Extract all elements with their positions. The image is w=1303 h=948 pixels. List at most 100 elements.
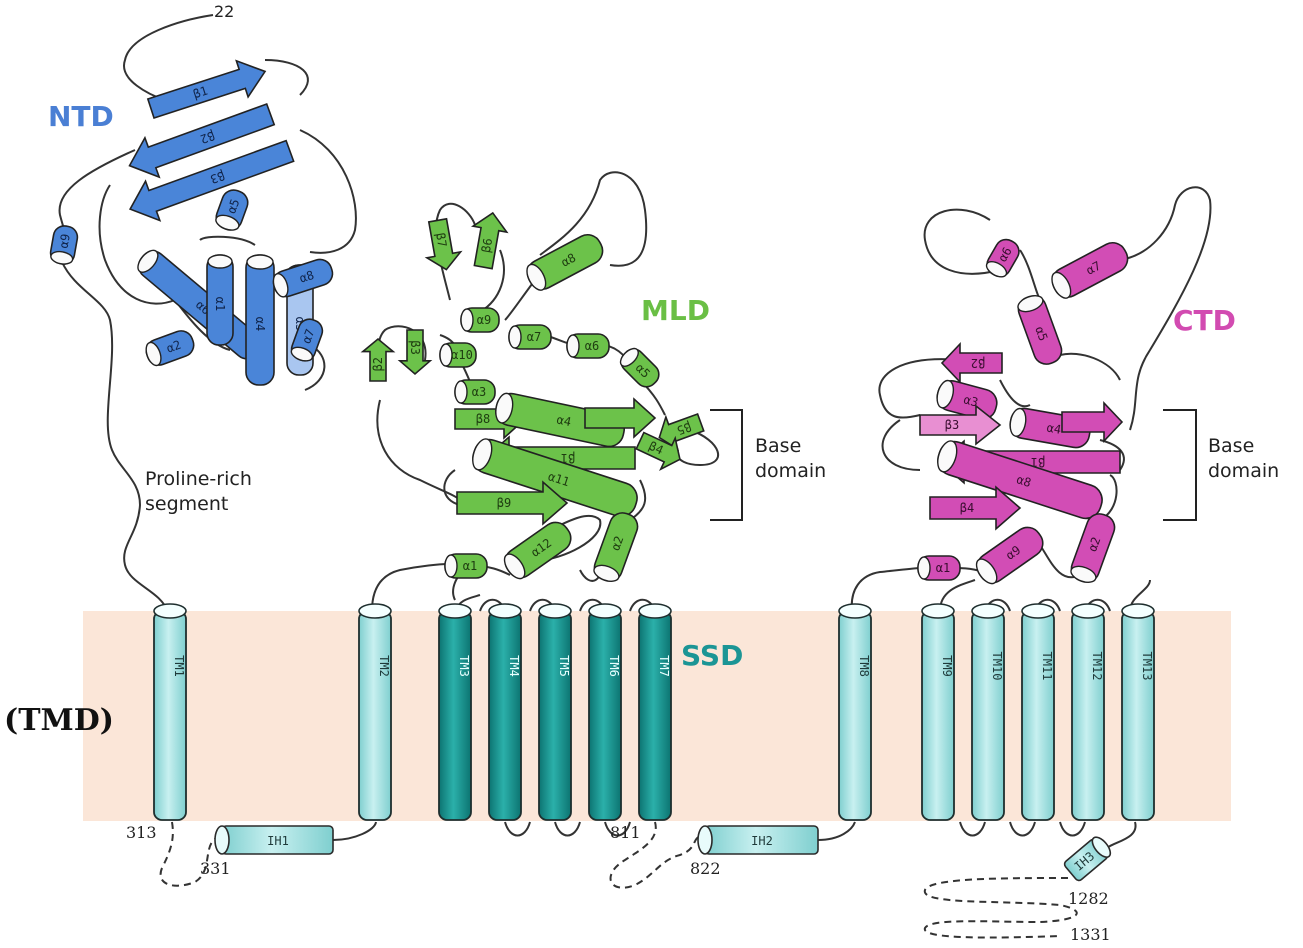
- tmd-label: (TMD): [4, 703, 114, 738]
- mld-a7-helix: α7: [508, 324, 552, 350]
- mld-b1-label: β1: [561, 451, 575, 465]
- tm-helix-label-5: TM5: [557, 655, 571, 677]
- ntd-b3-strand: β3: [128, 139, 295, 222]
- intracellular-helix-ih1: IH1: [214, 825, 334, 855]
- mld-b6-label: β6: [479, 237, 495, 254]
- mld-a2-label: α2: [608, 534, 626, 552]
- mld-b4-strand: β4: [635, 431, 681, 472]
- ntd-a9-helix: α9: [49, 225, 79, 265]
- tm-helix-12: TM12: [1071, 603, 1105, 821]
- ntd-a9-label: α9: [57, 233, 73, 250]
- ctd-a6-helix: α6: [985, 238, 1020, 278]
- ctd-b2-label: β2: [971, 356, 985, 370]
- ntd-a2-label: α2: [165, 338, 183, 356]
- tm-helix-9: TM9: [921, 603, 955, 821]
- residue-22: 22: [214, 2, 234, 21]
- ctd-a5-helix: α5: [1017, 295, 1063, 365]
- ntd-b1-label: β1: [191, 84, 209, 102]
- mld-base-label-line2: domain: [755, 460, 826, 482]
- residue-1331: 1331: [1070, 925, 1111, 944]
- mld-a4-strand-strand: [584, 397, 657, 439]
- mld-a9-label: α9: [477, 313, 491, 327]
- connecting-loops: [58, 14, 1212, 939]
- tm-helix-label-9: TM9: [940, 655, 954, 677]
- ctd-a2-label: α2: [1085, 535, 1103, 553]
- intracellular-helix-ih2: IH2: [697, 825, 819, 855]
- ntd-a7-label: α7: [299, 327, 317, 345]
- intracellular-helix-ih3: IH3: [1063, 836, 1112, 882]
- ctd-b3-label: β3: [945, 418, 959, 432]
- mld-a7-label: α7: [527, 330, 541, 344]
- ctd-a1-helix: α1: [917, 555, 961, 581]
- mld-b4-label: β4: [647, 439, 666, 458]
- mld-label: MLD: [641, 294, 710, 327]
- tm-helix-label-3: TM3: [457, 655, 471, 677]
- mld-a3-helix: α3: [454, 379, 496, 405]
- mld-base-label-line1: Base: [755, 435, 801, 457]
- tm-helix-5: TM5: [538, 603, 572, 821]
- mld-b3-label: β3: [408, 340, 422, 354]
- ctd-base-bracket: [1163, 409, 1197, 521]
- tm-helix-label-8: TM8: [857, 655, 871, 677]
- ssd-label: SSD: [681, 639, 743, 672]
- mld-a3-label: α3: [472, 385, 486, 399]
- mld-b3-strand: β3: [397, 329, 433, 376]
- mld-a1-helix: α1: [444, 553, 488, 579]
- residue-1282: 1282: [1068, 889, 1109, 908]
- ctd-a5-label: α5: [1032, 325, 1050, 343]
- mld-a8-helix: α8: [526, 233, 604, 291]
- mld-a6-helix: α6: [566, 333, 610, 359]
- proline-label-line2: segment: [145, 493, 228, 515]
- mld-a2-helix: α2: [593, 512, 639, 582]
- ntd-a2-helix: α2: [145, 330, 195, 367]
- tm-helix-11: TM11: [1021, 603, 1055, 821]
- mld-b5-label: β5: [675, 419, 693, 437]
- ctd-base-label-line1: Base: [1208, 435, 1254, 457]
- mld-b7-label: β7: [433, 232, 449, 249]
- residue-331: 331: [200, 859, 231, 878]
- ctd-a7-helix: α7: [1051, 241, 1129, 299]
- mld-b9-strand: β9: [456, 480, 569, 526]
- ctd-label: CTD: [1173, 304, 1236, 337]
- ctd-b4-strand: β4: [929, 485, 1022, 531]
- mld-b7-strand: β7: [424, 217, 463, 271]
- ntd-b2-label: β2: [198, 128, 216, 146]
- ih1-label: IH1: [267, 834, 289, 848]
- ntd-a1-helix: α1: [206, 254, 234, 346]
- ctd-a9-label: α9: [1003, 543, 1023, 563]
- tm-helix-10: TM10: [971, 603, 1005, 821]
- ntd-b1-strand: β1: [146, 59, 267, 120]
- tm-helix-label-12: TM12: [1090, 652, 1104, 681]
- ctd-a8-helix: α8: [937, 440, 1103, 520]
- ntd-a4-label: α4: [253, 317, 267, 331]
- residue-822: 822: [690, 859, 721, 878]
- tm-helix-label-4: TM4: [507, 655, 521, 677]
- tm-helix-label-11: TM11: [1040, 652, 1054, 681]
- tm-helix-13: TM13: [1121, 603, 1155, 821]
- ctd-base-label-line2: domain: [1208, 460, 1279, 482]
- tm-helix-label-6: TM6: [607, 655, 621, 677]
- ctd-a3-helix: α3: [936, 379, 998, 420]
- ntd-domain-elements: β1β2β3α5α9α6α1α4α3α8α7α2: [49, 59, 334, 386]
- tm-helix-6: TM6: [588, 603, 622, 821]
- ntd-a5-label: α5: [224, 197, 242, 215]
- ntd-b2-strand: β2: [128, 102, 276, 179]
- mld-b2-label: β2: [371, 357, 385, 371]
- mld-a9-helix: α9: [460, 307, 500, 333]
- tm-helix-4: TM4: [488, 603, 522, 821]
- mld-a1-label: α1: [463, 559, 477, 573]
- mld-a11-label: α11: [546, 469, 571, 489]
- ctd-b1-label: β1: [1031, 455, 1045, 469]
- ntd-a1-label: α1: [213, 297, 227, 311]
- tm-helix-label-7: TM7: [657, 655, 671, 677]
- tm-helix-label-2: TM2: [377, 655, 391, 677]
- ctd-a8-label: α8: [1015, 472, 1033, 490]
- ctd-a2-helix: α2: [1070, 513, 1116, 583]
- ctd-a7-label: α7: [1084, 259, 1103, 278]
- mld-a6-label: α6: [585, 339, 599, 353]
- mld-base-bracket: [710, 409, 743, 521]
- ctd-b3-strand: β3: [919, 404, 1002, 446]
